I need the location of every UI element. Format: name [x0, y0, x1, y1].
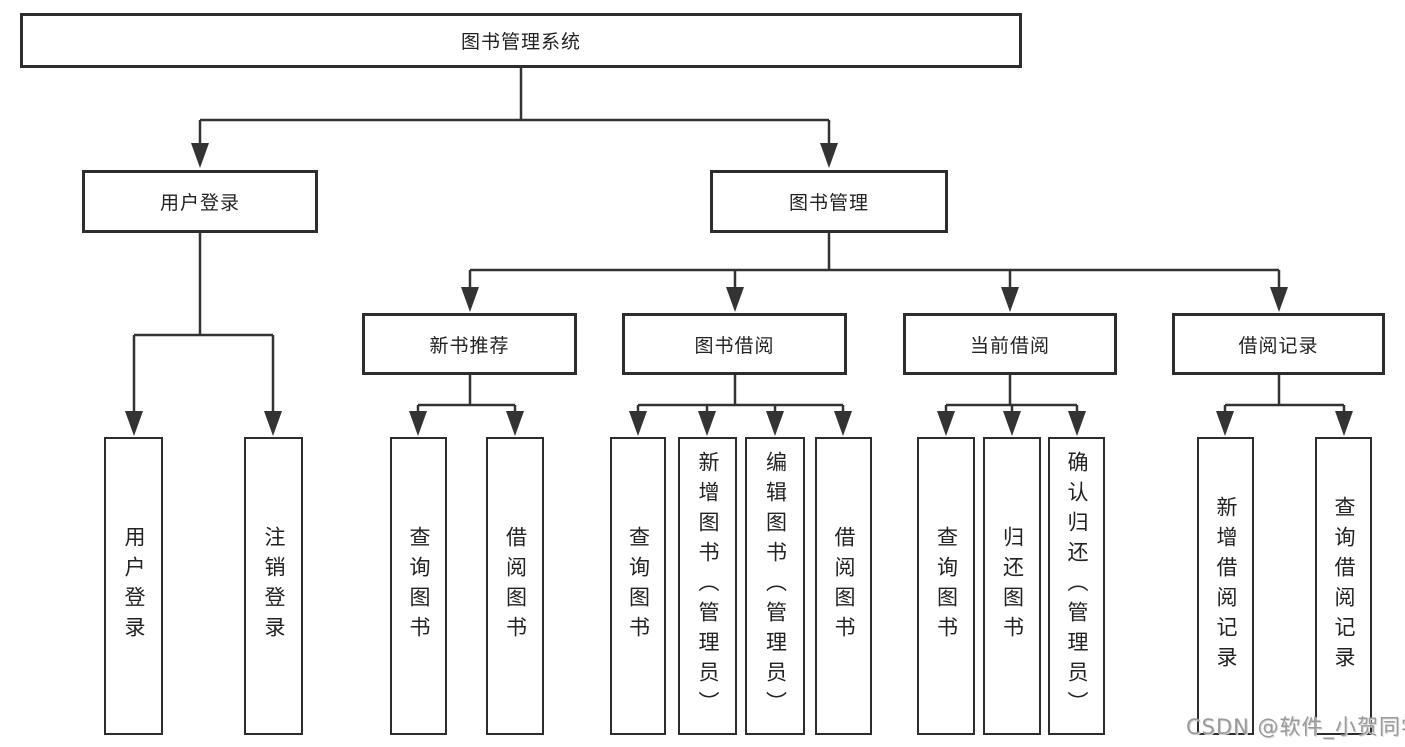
node-borrow-records: 借阅记录	[1172, 313, 1385, 375]
leaf-recommend-borrow-books: 借阅图书	[486, 437, 544, 735]
arrow-down-icon	[191, 143, 209, 168]
leaf-current-confirm-return-admin: 确认归还（管理员）	[1048, 437, 1105, 735]
leaf-records-add-record: 新增借阅记录	[1197, 437, 1254, 735]
arrow-down-icon	[726, 287, 744, 312]
leaf-recommend-query-books: 查询图书	[390, 437, 447, 735]
leaf-records-query-record: 查询借阅记录	[1315, 437, 1372, 735]
node-new-book-recommend: 新书推荐	[362, 313, 577, 375]
arrow-down-icon	[1335, 411, 1353, 436]
arrow-down-icon	[409, 411, 427, 436]
node-book-management: 图书管理	[710, 170, 948, 233]
node-root: 图书管理系统	[20, 13, 1022, 68]
arrow-down-icon	[506, 411, 524, 436]
leaf-borrow-edit-books-admin: 编辑图书（管理员）	[745, 437, 805, 735]
arrow-down-icon	[461, 287, 479, 312]
leaf-borrow-add-books-admin: 新增图书（管理员）	[678, 437, 737, 735]
arrow-down-icon	[698, 411, 716, 436]
leaf-user-login: 用户登录	[104, 437, 163, 735]
arrow-down-icon	[1270, 287, 1288, 312]
arrow-down-icon	[820, 143, 838, 168]
connector-lines	[132, 68, 1346, 416]
leaf-logout: 注销登录	[244, 437, 303, 735]
arrow-down-icon	[125, 411, 143, 436]
leaf-borrow-query-books: 查询图书	[610, 437, 666, 735]
arrow-down-icon	[1068, 411, 1086, 436]
node-user-login: 用户登录	[82, 170, 318, 233]
leaf-current-return-books: 归还图书	[983, 437, 1041, 735]
arrow-down-icon	[766, 411, 784, 436]
node-current-borrow: 当前借阅	[903, 313, 1117, 375]
arrow-down-icon	[834, 411, 852, 436]
arrowheads	[125, 143, 1353, 436]
arrow-down-icon	[1216, 411, 1234, 436]
arrow-down-icon	[1001, 287, 1019, 312]
node-book-borrow: 图书借阅	[622, 313, 847, 375]
arrow-down-icon	[629, 411, 647, 436]
leaf-borrow-borrow-books: 借阅图书	[815, 437, 872, 735]
watermark: CSDN @软件_小贺同学	[1186, 715, 1405, 739]
arrow-down-icon	[1003, 411, 1021, 436]
arrow-down-icon	[264, 411, 282, 436]
arrow-down-icon	[937, 411, 955, 436]
leaf-current-query-books: 查询图书	[917, 437, 975, 735]
